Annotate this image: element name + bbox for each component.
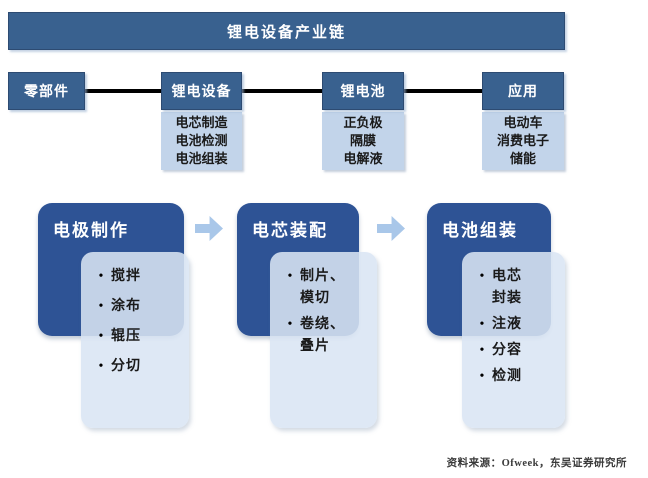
bullet-icon: •: [98, 359, 104, 374]
stage-pack-assembly-steps: • 电芯 封装 • 注液 • 分容 • 检测: [462, 252, 565, 428]
process-step: • 辊压: [81, 326, 189, 348]
bullet-icon: •: [98, 329, 104, 344]
bullet-icon: •: [479, 317, 485, 332]
chain-sublist-item: 隔膜: [349, 133, 376, 148]
chain-sublist-item: 电池组装: [175, 151, 228, 166]
chain-node-components: 零部件: [8, 72, 85, 110]
flow-arrow-icon: [377, 216, 405, 241]
process-step: • 搅拌: [81, 266, 189, 288]
chain-connector: [84, 89, 162, 93]
process-step-label: 搅拌: [111, 269, 141, 284]
process-step-label: 检测: [492, 369, 522, 384]
chain-sublist-item: 正负极: [343, 115, 383, 130]
chain-connector: [241, 89, 323, 93]
process-step-label: 涂布: [111, 299, 141, 314]
chain-sublist-item: 消费电子: [496, 133, 549, 148]
bullet-icon: •: [479, 369, 485, 384]
chain-node-label: 锂电池: [340, 85, 386, 100]
chain-sublist-item: 电芯制造: [175, 115, 228, 130]
process-step-label: 分切: [111, 359, 141, 374]
bullet-icon: •: [479, 269, 485, 284]
chain-sublist-item: 储能: [509, 151, 536, 166]
process-step-label: 注液: [492, 317, 522, 332]
chain-sublist-battery: 正负极 隔膜 电解液: [322, 112, 404, 170]
process-step-label: 辊压: [111, 329, 141, 344]
stage-electrode-making-steps: • 搅拌 • 涂布 • 辊压 • 分切: [81, 252, 189, 428]
source-note: 资料来源：Ofweek，东吴证券研究所: [446, 458, 627, 469]
stage-cell-assembly-steps: • 制片、 模切 • 卷绕、 叠片: [270, 252, 377, 428]
bullet-icon: •: [287, 317, 293, 332]
process-step: • 制片、 模切: [270, 266, 377, 310]
chain-node-battery: 锂电池: [322, 72, 404, 110]
bullet-icon: •: [287, 269, 293, 284]
bullet-icon: •: [98, 269, 104, 284]
process-step: • 分切: [81, 356, 189, 378]
process-step-label: 电芯 封装: [492, 269, 522, 306]
chain-node-label: 零部件: [24, 85, 69, 100]
chain-node-application: 应用: [482, 72, 564, 110]
process-step: • 涂布: [81, 296, 189, 318]
chain-sublist-equipment: 电芯制造 电池检测 电池组装: [161, 112, 242, 170]
process-step: • 注液: [462, 314, 565, 336]
process-step: • 卷绕、 叠片: [270, 314, 377, 358]
process-step-label: 分容: [492, 343, 522, 358]
process-step-label: 卷绕、 叠片: [300, 317, 345, 354]
process-step-label: 制片、 模切: [300, 269, 345, 306]
chain-sublist-item: 电解液: [343, 151, 383, 166]
stage-label: 电极制作: [53, 221, 129, 240]
chain-node-label: 应用: [508, 85, 538, 100]
chain-sublist-item: 电池检测: [175, 133, 228, 148]
diagram-title-bar: 锂电设备产业链: [8, 12, 565, 50]
flow-arrow-icon: [195, 216, 223, 241]
process-step: • 电芯 封装: [462, 266, 565, 310]
chain-node-equipment: 锂电设备: [161, 72, 242, 110]
chain-sublist-item: 电动车: [503, 115, 543, 130]
process-step: • 检测: [462, 366, 565, 388]
diagram-title: 锂电设备产业链: [226, 24, 346, 41]
chain-sublist-application: 电动车 消费电子 储能: [482, 112, 564, 170]
stage-label: 电芯装配: [252, 221, 328, 240]
stage-label: 电池组装: [442, 221, 518, 240]
chain-connector: [403, 89, 483, 93]
bullet-icon: •: [98, 299, 104, 314]
chain-node-label: 锂电设备: [171, 85, 232, 100]
bullet-icon: •: [479, 343, 485, 358]
process-step: • 分容: [462, 340, 565, 362]
